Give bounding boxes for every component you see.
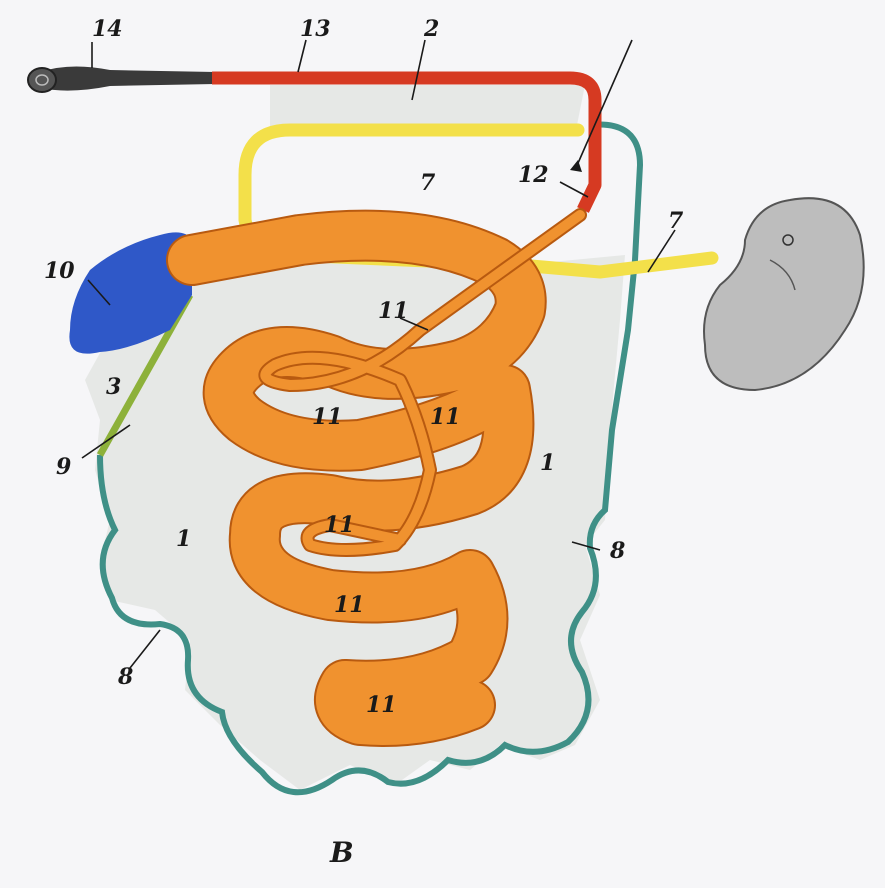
label-3: 3 bbox=[106, 374, 121, 400]
embryo-detail bbox=[769, 259, 796, 291]
label-1-left: 1 bbox=[176, 526, 191, 552]
label-8-right: 8 bbox=[609, 538, 625, 564]
label-11-inner: 11 bbox=[324, 512, 355, 538]
label-11-loop-right: 11 bbox=[430, 404, 461, 430]
label-11-middle: 11 bbox=[334, 592, 365, 618]
label-11-upper: 11 bbox=[378, 298, 409, 324]
leader-lines bbox=[81, 39, 676, 669]
label-7-embryo: 7 bbox=[668, 208, 684, 234]
intestine bbox=[166, 208, 587, 747]
embryo-eye bbox=[782, 234, 794, 246]
label-8-left: 8 bbox=[117, 664, 133, 690]
label-11-loop-left: 11 bbox=[312, 404, 343, 430]
dark-segment-inner bbox=[35, 74, 49, 86]
label-2: 2 bbox=[423, 16, 439, 42]
dark-segment bbox=[40, 66, 215, 91]
label-1-right: 1 bbox=[540, 450, 555, 476]
mesentery-border bbox=[97, 121, 644, 796]
embryo bbox=[703, 197, 865, 392]
label-11-bottom: 11 bbox=[366, 692, 397, 718]
label-14: 14 bbox=[92, 16, 123, 42]
dorsal-mesentery-strip bbox=[270, 85, 585, 135]
label-9: 9 bbox=[56, 454, 71, 480]
label-12: 12 bbox=[518, 162, 549, 188]
label-13: 13 bbox=[300, 16, 331, 42]
blue-segment bbox=[69, 232, 192, 354]
red-segment bbox=[212, 71, 602, 213]
label-7-cord: 7 bbox=[420, 170, 436, 196]
panel-letter: B bbox=[329, 836, 354, 869]
label-10: 10 bbox=[44, 258, 75, 284]
dark-segment-tip bbox=[27, 67, 57, 93]
